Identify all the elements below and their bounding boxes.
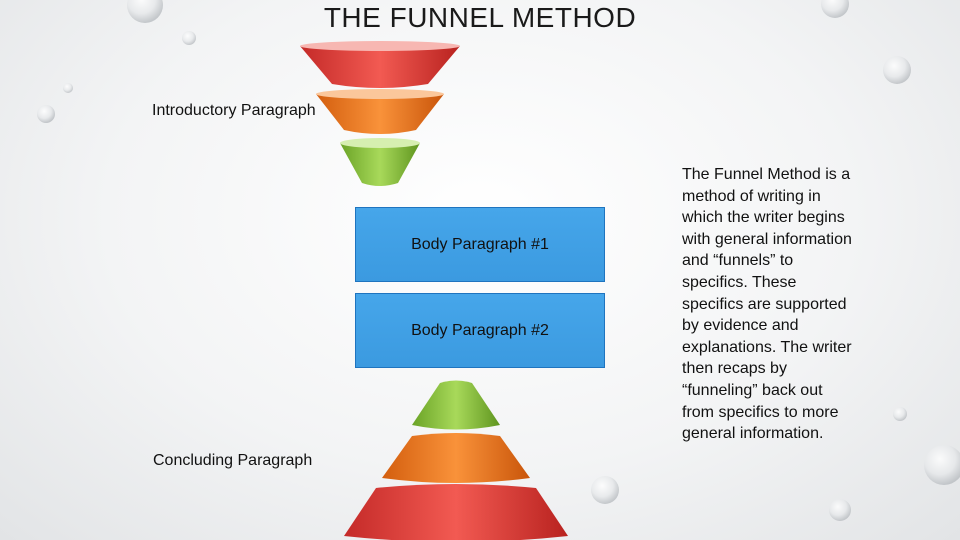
funnel-method-description: The Funnel Method is a method of writing… (682, 166, 852, 443)
funnel-bottom-orange-layer (382, 433, 530, 483)
droplets (37, 0, 960, 521)
body-paragraph-1-box: Body Paragraph #1 (355, 207, 605, 282)
funnel-top-red-layer (300, 46, 460, 88)
page-title: THE FUNNEL METHOD (323, 2, 637, 33)
concluding-paragraph-label: Concluding Paragraph (153, 452, 313, 469)
body-paragraph-2-label: Body Paragraph #2 (411, 321, 549, 339)
funnel-bottom-green-layer (412, 380, 500, 430)
funnel-top-green-layer (340, 143, 420, 186)
funnel-bottom-red-layer (344, 484, 568, 540)
bottom-funnel (344, 380, 568, 540)
funnel-top-orange-layer (316, 94, 444, 134)
introductory-paragraph-label: Introductory Paragraph (152, 102, 316, 119)
top-funnel (300, 41, 460, 186)
body-paragraph-1-label: Body Paragraph #1 (411, 235, 549, 253)
body-paragraph-2-box: Body Paragraph #2 (355, 293, 605, 368)
